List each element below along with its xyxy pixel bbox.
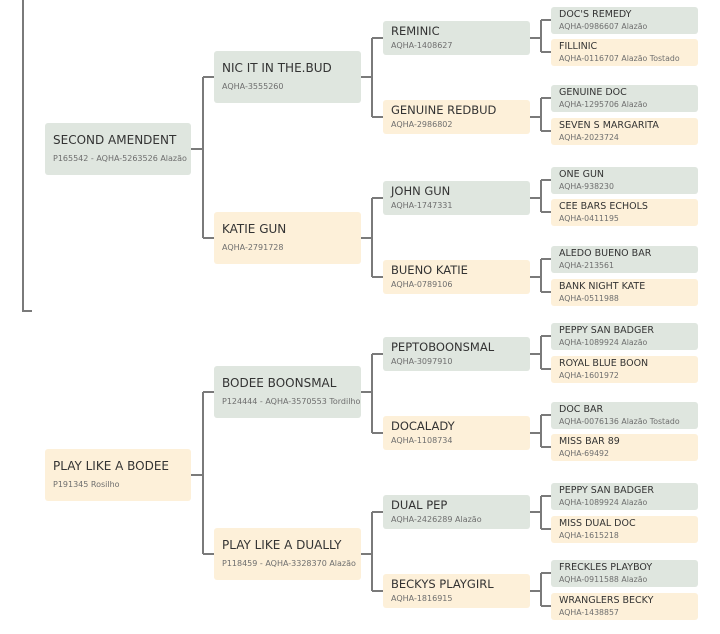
horse-name: SEVEN S MARGARITA bbox=[559, 119, 659, 131]
horse-box-g2-katie-gun[interactable]: KATIE GUN AQHA-2791728 bbox=[214, 212, 361, 264]
horse-registration: P118459 - AQHA-3328370 Alazão bbox=[222, 559, 356, 568]
horse-box-g2-bodee-boonsmal[interactable]: BODEE BOONSMAL P124444 - AQHA-3570553 Tor… bbox=[214, 366, 361, 418]
horse-name: DOC'S REMEDY bbox=[559, 8, 632, 20]
horse-registration: AQHA-2986802 bbox=[391, 120, 453, 129]
horse-registration: P191345 Rosilho bbox=[53, 480, 120, 489]
horse-box-g1-second-amendent[interactable]: SECOND AMENDENT P165542 - AQHA-5263526 Al… bbox=[45, 123, 191, 175]
horse-registration: AQHA-213561 bbox=[559, 260, 614, 270]
horse-registration: AQHA-1295706 Alazão bbox=[559, 99, 648, 109]
horse-name: CEE BARS ECHOLS bbox=[559, 200, 648, 212]
horse-name: PEPPY SAN BADGER bbox=[559, 324, 654, 336]
horse-name: DOCALADY bbox=[391, 419, 455, 433]
horse-registration: AQHA-0116707 Alazão Tostado bbox=[559, 53, 680, 63]
horse-name: REMINIC bbox=[391, 24, 440, 38]
horse-name: MISS DUAL DOC bbox=[559, 517, 636, 529]
horse-name: BANK NIGHT KATE bbox=[559, 280, 646, 292]
horse-box-g3-dual-pep[interactable]: DUAL PEP AQHA-2426289 Alazão bbox=[383, 495, 530, 529]
horse-box-g2-nic-it-in-the-bud[interactable]: NIC IT IN THE.BUD AQHA-3555260 bbox=[214, 51, 361, 103]
horse-box-g3-reminic[interactable]: REMINIC AQHA-1408627 bbox=[383, 21, 530, 55]
horse-name: FRECKLES PLAYBOY bbox=[559, 561, 653, 573]
horse-registration: AQHA-1438857 bbox=[559, 607, 619, 617]
horse-name: MISS BAR 89 bbox=[559, 435, 620, 447]
horse-box-g2-play-like-a-dually[interactable]: PLAY LIKE A DUALLY P118459 - AQHA-3328370… bbox=[214, 528, 361, 580]
horse-name: BODEE BOONSMAL bbox=[222, 376, 337, 390]
horse-name: BUENO KATIE bbox=[391, 263, 468, 277]
horse-registration: AQHA-2426289 Alazão bbox=[391, 515, 482, 524]
horse-name: PLAY LIKE A BODEE bbox=[53, 459, 170, 473]
horse-box-g3-docalady[interactable]: DOCALADY AQHA-1108734 bbox=[383, 416, 530, 450]
horse-box-g3-bueno-katie[interactable]: BUENO KATIE AQHA-0789106 bbox=[383, 260, 530, 294]
horse-box-g3-peptoboonsmal[interactable]: PEPTOBOONSMAL AQHA-3097910 bbox=[383, 337, 530, 371]
horse-registration: AQHA-1816915 bbox=[391, 594, 453, 603]
horse-registration: AQHA-0911588 Alazão bbox=[559, 574, 648, 584]
horse-registration: AQHA-1615218 bbox=[559, 530, 619, 540]
horse-registration: P165542 - AQHA-5263526 Alazão bbox=[53, 154, 187, 163]
horse-name: NIC IT IN THE.BUD bbox=[222, 61, 332, 75]
horse-registration: AQHA-3555260 bbox=[222, 82, 284, 91]
horse-registration: AQHA-2023724 bbox=[559, 132, 619, 142]
horse-box-g1-play-like-a-bodee[interactable]: PLAY LIKE A BODEE P191345 Rosilho bbox=[45, 449, 191, 501]
horse-box-g3-beckys-playgirl[interactable]: BECKYS PLAYGIRL AQHA-1816915 bbox=[383, 574, 530, 608]
horse-registration: AQHA-1408627 bbox=[391, 41, 453, 50]
horse-name: ALEDO BUENO BAR bbox=[559, 247, 652, 259]
horse-name: PEPPY SAN BADGER bbox=[559, 484, 654, 496]
horse-name: GENUINE DOC bbox=[559, 86, 627, 98]
horse-registration: AQHA-2791728 bbox=[222, 243, 284, 252]
horse-box-g3-john-gun[interactable]: JOHN GUN AQHA-1747331 bbox=[383, 181, 530, 215]
horse-name: BECKYS PLAYGIRL bbox=[391, 577, 494, 591]
horse-registration: AQHA-1089924 Alazão bbox=[559, 497, 648, 507]
horse-registration: AQHA-1108734 bbox=[391, 436, 453, 445]
horse-name: PLAY LIKE A DUALLY bbox=[222, 538, 342, 552]
horse-name: PEPTOBOONSMAL bbox=[391, 340, 495, 354]
horse-registration: AQHA-1601972 bbox=[559, 370, 619, 380]
horse-registration: AQHA-0076136 Alazão Tostado bbox=[559, 416, 680, 426]
horse-name: SECOND AMENDENT bbox=[53, 133, 177, 147]
horse-name: JOHN GUN bbox=[391, 184, 451, 198]
horse-registration: AQHA-1747331 bbox=[391, 201, 453, 210]
horse-name: DUAL PEP bbox=[391, 498, 448, 512]
horse-registration: AQHA-69492 bbox=[559, 448, 609, 458]
horse-registration: AQHA-3097910 bbox=[391, 357, 453, 366]
horse-registration: AQHA-0986607 Alazão bbox=[559, 21, 648, 31]
horse-name: GENUINE REDBUD bbox=[391, 103, 497, 117]
horse-registration: AQHA-0789106 bbox=[391, 280, 453, 289]
horse-name: ONE GUN bbox=[559, 168, 605, 180]
horse-name: ROYAL BLUE BOON bbox=[559, 357, 649, 369]
horse-registration: P124444 - AQHA-3570553 Tordilho bbox=[222, 397, 361, 406]
horse-name: DOC BAR bbox=[559, 403, 604, 415]
horse-name: WRANGLERS BECKY bbox=[559, 594, 654, 606]
horse-name: KATIE GUN bbox=[222, 222, 287, 236]
horse-registration: AQHA-0511988 bbox=[559, 293, 619, 303]
horse-registration: AQHA-1089924 Alazão bbox=[559, 337, 648, 347]
horse-registration: AQHA-938230 bbox=[559, 181, 614, 191]
horse-name: FILLINIC bbox=[559, 40, 598, 52]
horse-registration: AQHA-0411195 bbox=[559, 213, 619, 223]
horse-box-g3-genuine-redbud[interactable]: GENUINE REDBUD AQHA-2986802 bbox=[383, 100, 530, 134]
